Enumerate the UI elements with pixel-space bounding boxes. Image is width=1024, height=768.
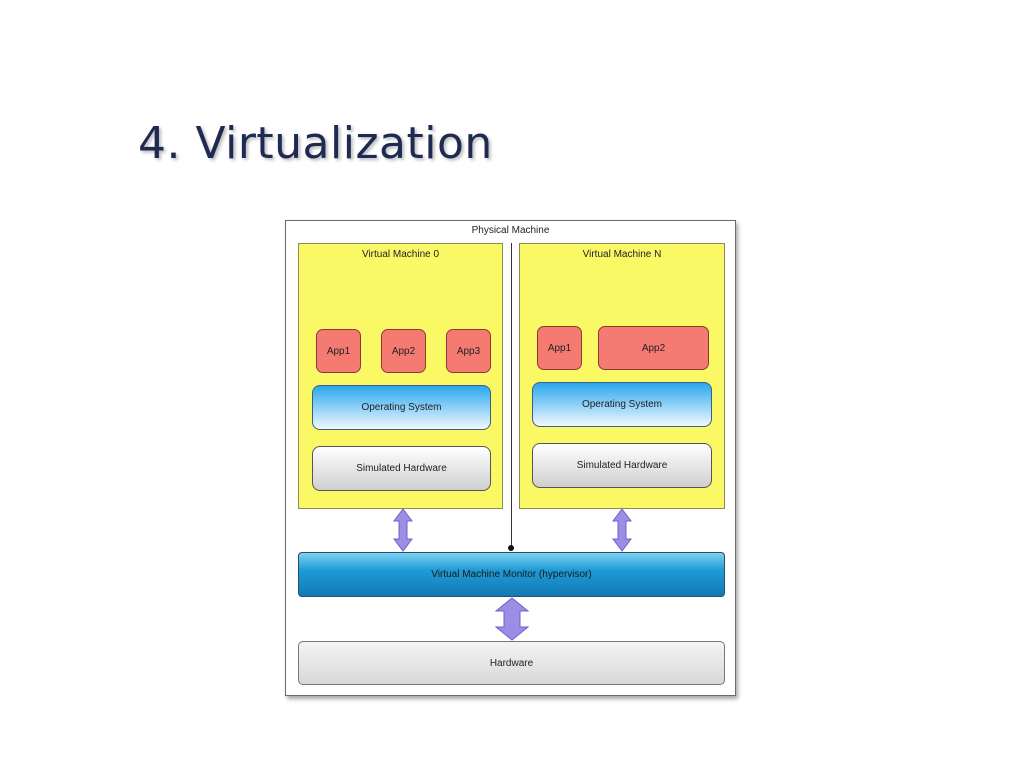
- vm0-label: Virtual Machine 0: [361, 249, 440, 260]
- vmN-operating-system: Operating System: [532, 382, 712, 427]
- virtual-machine-monitor: Virtual Machine Monitor (hypervisor): [298, 552, 725, 597]
- physical-machine-label: Physical Machine: [471, 225, 550, 236]
- hardware-layer: Hardware: [298, 641, 725, 685]
- vmN-app2: App2: [598, 326, 709, 370]
- vm-divider-line: [511, 243, 512, 549]
- vmN-app1: App1: [537, 326, 582, 370]
- slide-title: 4. Virtualization: [138, 118, 493, 169]
- vm0-app3: App3: [446, 329, 491, 373]
- vmN-vmm-arrow: [612, 508, 632, 552]
- vm0-simulated-hardware: Simulated Hardware: [312, 446, 491, 491]
- vm0-app1: App1: [316, 329, 361, 373]
- virtual-machine-0: Virtual Machine 0 App1 App2 App3 Operati…: [298, 243, 503, 509]
- vmm-hardware-arrow: [494, 597, 530, 641]
- vmN-label: Virtual Machine N: [582, 249, 662, 260]
- virtual-machine-n: Virtual Machine N App1 App2 Operating Sy…: [519, 243, 725, 509]
- vm0-app2: App2: [381, 329, 426, 373]
- vmN-simulated-hardware: Simulated Hardware: [532, 443, 712, 488]
- vm0-operating-system: Operating System: [312, 385, 491, 430]
- physical-machine-diagram: Physical Machine Virtual Machine 0 App1 …: [285, 220, 736, 696]
- divider-connector-dot: [508, 545, 514, 551]
- vm0-vmm-arrow: [393, 508, 413, 552]
